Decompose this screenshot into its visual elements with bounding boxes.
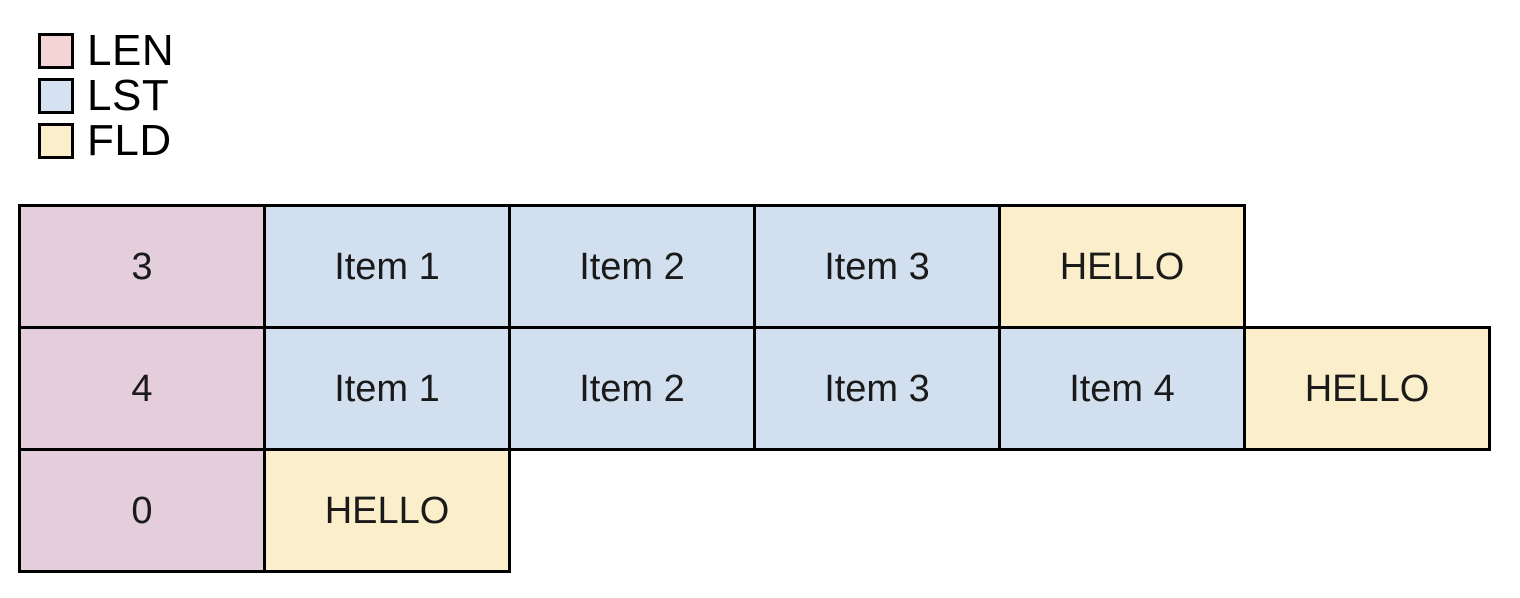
table-cell-len: 0 (18, 448, 266, 573)
legend-label-lst: LST (87, 70, 170, 120)
table-cell-lst: Item 1 (263, 326, 511, 451)
legend-swatch-lst (38, 77, 74, 114)
legend-label-fld: FLD (87, 115, 172, 165)
table-cell-lst: Item 2 (508, 204, 756, 329)
table-cell-lst: Item 2 (508, 326, 756, 451)
table-cell-len: 3 (18, 204, 266, 329)
legend-item-fld: FLD (38, 118, 174, 163)
table-cell-lst: Item 3 (753, 204, 1001, 329)
table-cell-fld: HELLO (263, 448, 511, 573)
table-cell-fld: HELLO (998, 204, 1246, 329)
table-cell-lst: Item 3 (753, 326, 1001, 451)
table-cell-lst: Item 1 (263, 204, 511, 329)
legend-swatch-len (38, 32, 74, 69)
table-cell-len: 4 (18, 326, 266, 451)
table-cell-fld: HELLO (1243, 326, 1491, 451)
legend-swatch-fld (38, 122, 74, 159)
legend-item-len: LEN (38, 28, 174, 73)
legend-label-len: LEN (87, 25, 175, 75)
table-cell-lst: Item 4 (998, 326, 1246, 451)
legend-item-lst: LST (38, 73, 174, 118)
